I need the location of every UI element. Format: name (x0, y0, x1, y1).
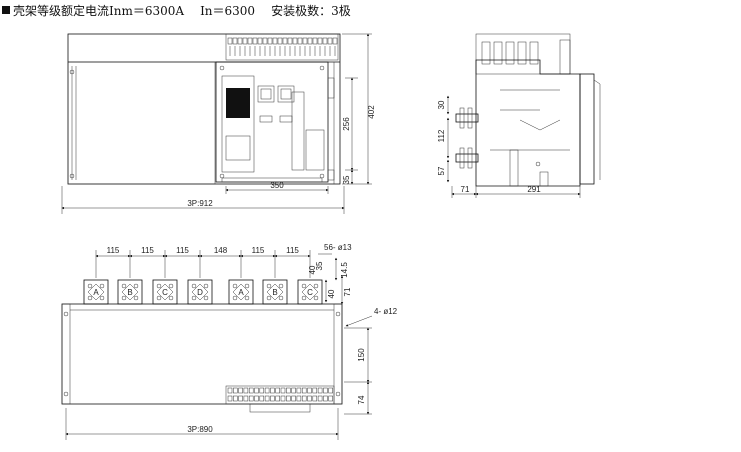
dim-bottom-bus: 57 (437, 166, 446, 175)
dim-pad-b: 40 (308, 265, 317, 274)
dim-pad-c: 35 (315, 261, 324, 270)
side-view: 30 112 57 71 291 (437, 33, 601, 198)
pitch-label: 115 (141, 246, 154, 255)
terminal-pad: C (297, 279, 323, 305)
pitch-label: 115 (107, 246, 120, 255)
terminal-label: D (197, 288, 203, 297)
bottom-terminal-strip (225, 385, 335, 413)
dim-pad-e: 71 (343, 287, 352, 296)
terminal-pad: A (83, 279, 109, 305)
dim-body-depth: 291 (527, 185, 541, 194)
upper-bus-bar (455, 107, 479, 129)
dim-height-total: 402 (367, 105, 376, 119)
dim-overall-width-front: 3P:912 (187, 199, 213, 208)
control-panel (215, 61, 329, 183)
dim-mount-bottom: 74 (357, 395, 366, 404)
dim-mount-pitch: 150 (357, 348, 366, 362)
dim-pad-a: 14.5 (340, 262, 349, 278)
terminal-pad: D (187, 279, 213, 305)
side-body-outline (475, 59, 581, 187)
terminal-label: B (272, 288, 277, 297)
hole-spec: 56- ø13 (324, 243, 352, 252)
front-cover-profile (579, 73, 595, 185)
left-side-plate (67, 61, 216, 185)
terminal-pad: B (117, 279, 143, 305)
pitch-label: 148 (214, 246, 228, 255)
terminal-label: A (93, 288, 99, 297)
dim-bus-depth: 71 (461, 185, 470, 194)
front-view: 402 256 35 350 3P:912 (61, 33, 376, 214)
dim-height-panel: 256 (342, 117, 351, 131)
square-bullet-icon (2, 6, 10, 14)
dim-overall-width-bottom: 3P:890 (187, 425, 213, 434)
terminal-pad: B (262, 279, 288, 305)
terminal-pad: C (152, 279, 178, 305)
terminal-label: C (307, 288, 313, 297)
pitch-label: 115 (252, 246, 265, 255)
frame-spec-text: 壳架等级额定电流Inm＝6300A (13, 3, 185, 18)
dim-bus-pitch: 112 (437, 129, 446, 142)
terminal-pad: A (228, 279, 254, 305)
dim-pad-d: 40 (327, 289, 336, 298)
secondary-terminal-block (225, 33, 339, 61)
mount-spec: 4- ø12 (374, 307, 398, 316)
terminal-label: B (127, 288, 132, 297)
spec-header: 壳架等级额定电流Inm＝6300A In＝6300 安装极数：3极 (2, 2, 351, 18)
pitch-label: 115 (286, 246, 299, 255)
terminal-label: C (162, 288, 168, 297)
poles-text: 安装极数：3极 (271, 3, 351, 18)
rated-current-text: In＝6300 (200, 3, 256, 18)
pitch-label: 115 (176, 246, 189, 255)
bottom-body-outline (61, 303, 343, 405)
dim-top-bus: 30 (437, 100, 446, 109)
lower-bus-bar (455, 147, 479, 169)
terminal-pitch-dims: 115 115 115 148 115 115 (95, 246, 311, 278)
dim-panel-width: 350 (270, 181, 284, 190)
dim-bottom: 35 (342, 175, 351, 184)
terminal-label: A (238, 288, 244, 297)
front-body-outline (67, 33, 341, 185)
